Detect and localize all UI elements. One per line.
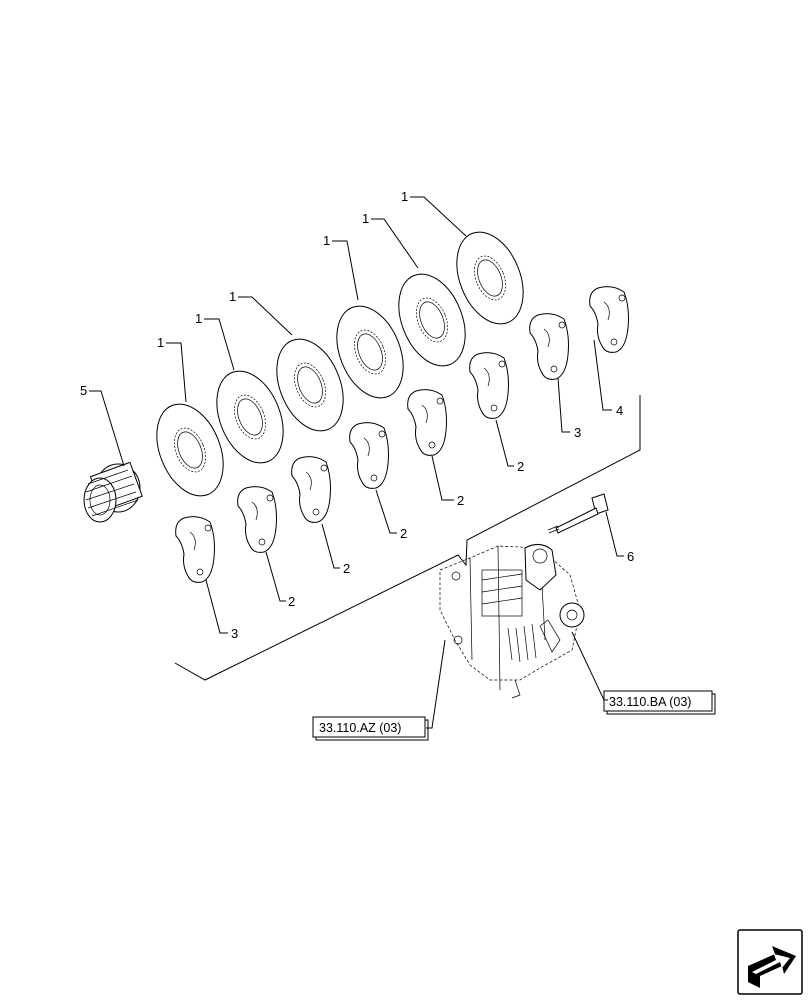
label-3-left: 3	[231, 626, 238, 641]
label-2e: 2	[517, 459, 524, 474]
label-2c: 2	[400, 526, 407, 541]
label-1d: 1	[323, 233, 330, 248]
label-1f: 1	[401, 189, 408, 204]
label-3-right: 3	[574, 425, 581, 440]
label-1a: 1	[157, 335, 164, 350]
label-6: 6	[627, 549, 634, 564]
group-bracket	[174, 395, 641, 681]
plate-3-right	[529, 313, 569, 380]
plate-2a	[237, 486, 277, 553]
reference-link-right[interactable]: 33.110.BA (03)	[609, 695, 691, 709]
plate-2e	[469, 352, 509, 419]
label-2a: 2	[288, 594, 295, 609]
plate-2b	[291, 456, 331, 523]
label-1c: 1	[229, 289, 236, 304]
plate-3-left	[175, 516, 215, 583]
label-2d: 2	[457, 493, 464, 508]
label-5: 5	[80, 383, 87, 398]
next-page-arrow-icon[interactable]	[737, 929, 803, 995]
bolt	[547, 493, 609, 534]
plate-4	[589, 286, 629, 353]
reference-box-left[interactable]: 33.110.AZ (03)	[312, 716, 429, 741]
splined-bushing	[83, 461, 143, 523]
label-4: 4	[616, 403, 623, 418]
label-1b: 1	[195, 311, 202, 326]
reference-box-right[interactable]: 33.110.BA (03)	[603, 690, 716, 715]
label-2b: 2	[343, 561, 350, 576]
label-1e: 1	[362, 211, 369, 226]
plate-2c	[349, 422, 389, 489]
brake-housing-assembly	[439, 544, 585, 699]
reference-link-left[interactable]: 33.110.AZ (03)	[319, 721, 401, 735]
plate-2d	[407, 389, 447, 456]
callout-labels: 1 1 1 1 1 1 5 3 2 2 2 2 2 3 4 6	[80, 189, 634, 641]
